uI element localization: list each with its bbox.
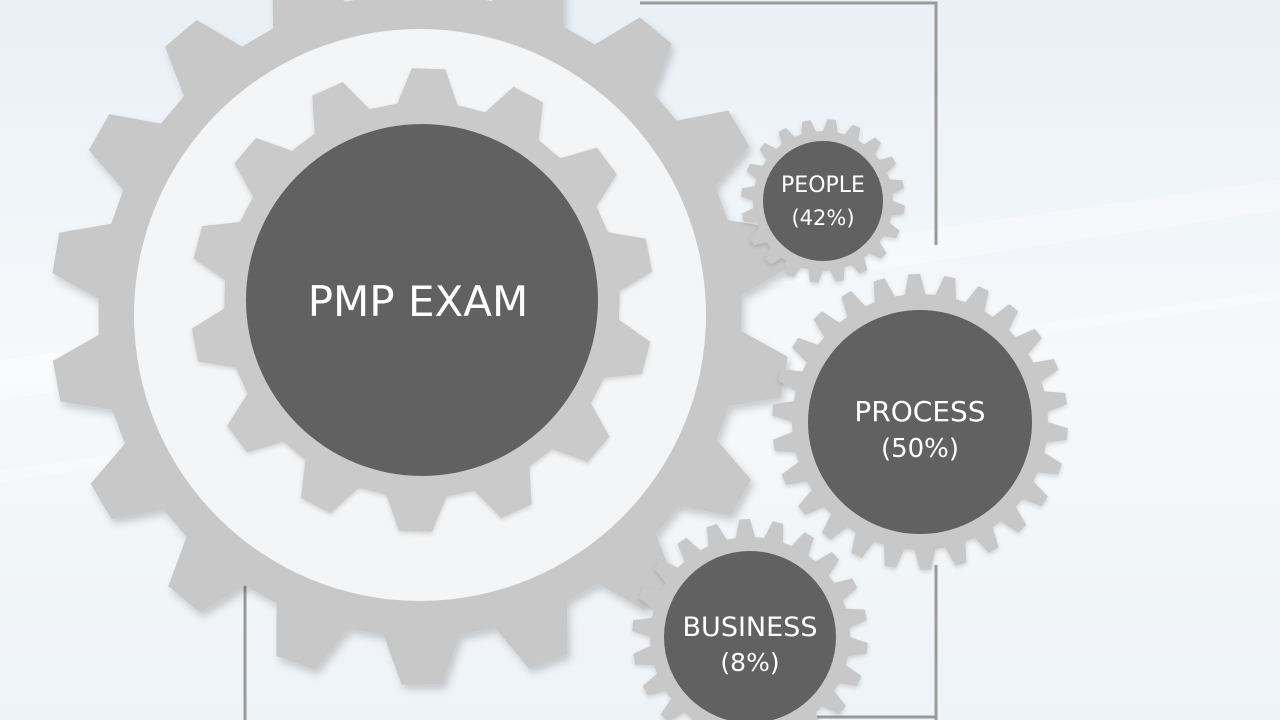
people-label: PEOPLE [781, 173, 865, 198]
connector-top [640, 1, 938, 245]
main-gear-center [246, 124, 598, 476]
business-share: (8%) [720, 648, 779, 677]
people-share: (42%) [791, 206, 854, 230]
process-gear-center [808, 310, 1032, 534]
process-label: PROCESS [854, 395, 985, 428]
process-share: (50%) [881, 434, 959, 464]
business-label: BUSINESS [683, 612, 818, 643]
business-gear-center [664, 551, 836, 720]
central-label: PMP EXAM [308, 277, 529, 326]
people-gear-center [763, 141, 883, 261]
